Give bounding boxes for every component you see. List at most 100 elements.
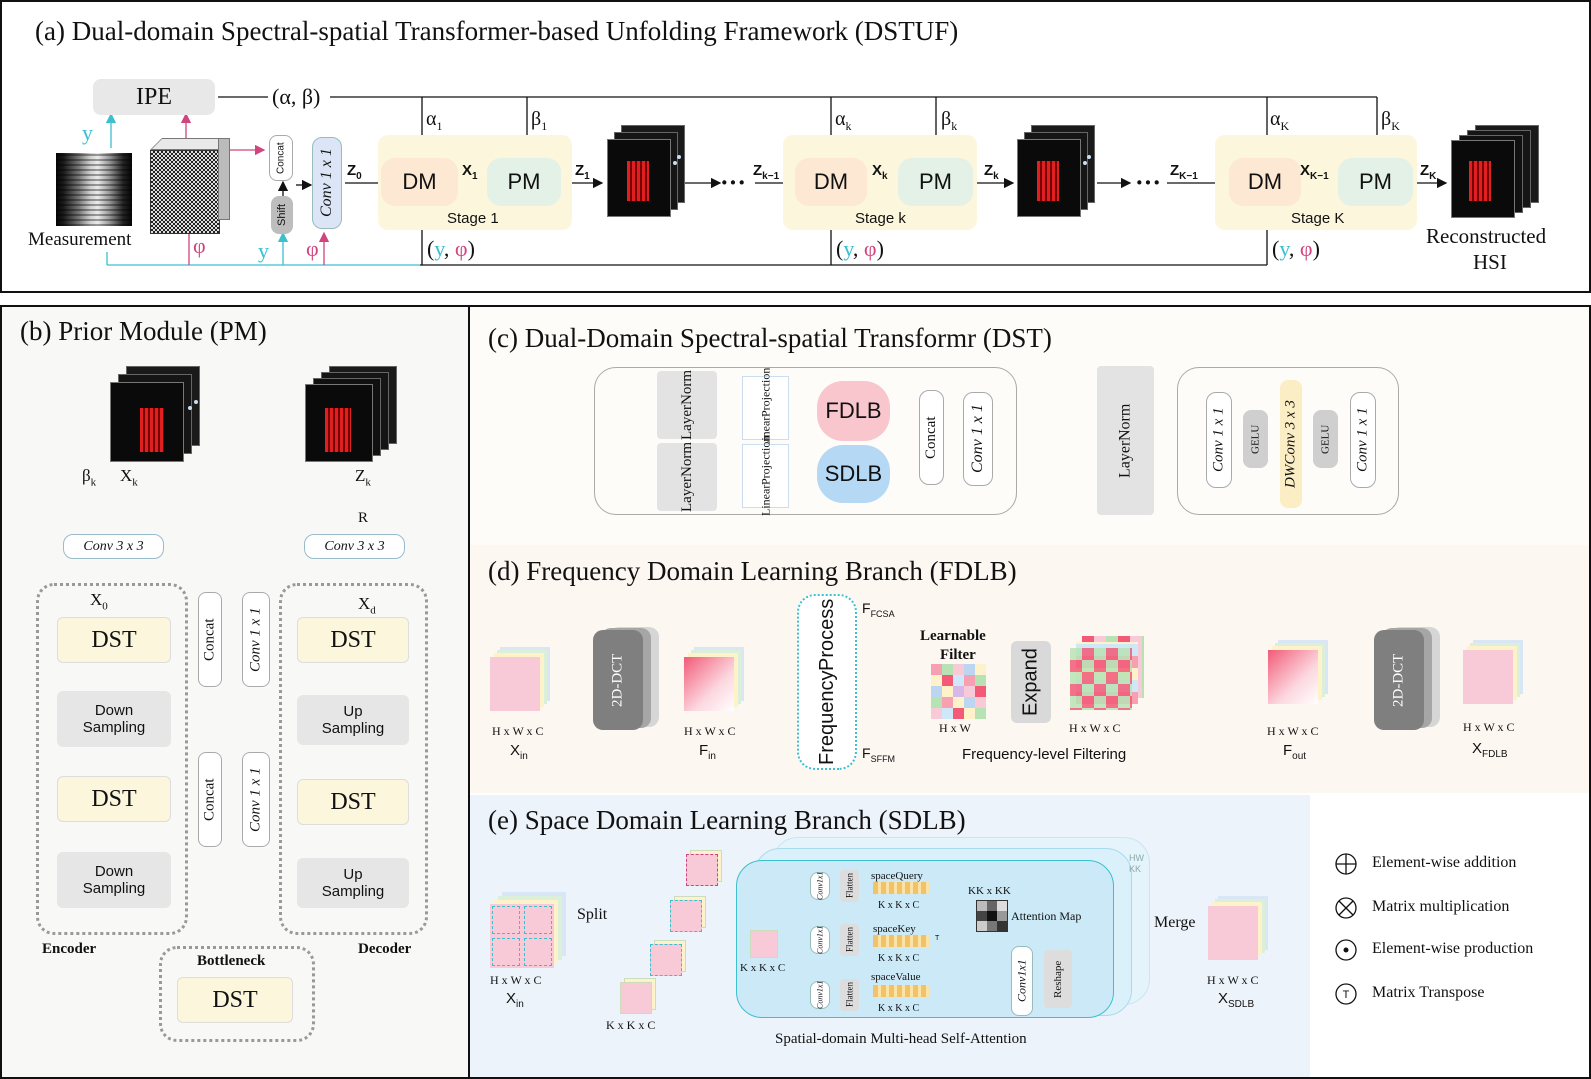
concat-c: Concat [919,390,944,485]
encoder-frame [36,583,188,935]
reshape-box: Reshape [1044,950,1072,1008]
xk-label: Xk [872,162,888,182]
space-value-label: spaceValue [871,971,921,983]
hsi-cube-k [1017,125,1097,217]
pm-box-1: PM [487,158,561,206]
merge-label: Merge [1154,914,1196,931]
betaK-label: βK [1381,108,1400,133]
legend: T Element-wise addition Matrix multiplic… [1332,846,1572,1016]
beta1-label: β1 [531,108,548,133]
panel-a [0,0,1591,293]
flatten-k: Flatten [840,924,859,956]
alpha-beta-label: (α, β) [272,84,321,109]
panel-c-bg [470,307,1589,545]
xin-blocks-e [490,892,570,972]
alpha1-label: α1 [426,108,443,133]
dm-box-K: DM [1229,158,1301,206]
kkc-key: K x K x C [878,953,920,964]
pm-output-cube [305,366,400,462]
xd-label: Xd [358,594,376,617]
hw-label-e: HW [1129,853,1144,863]
query-bar [873,882,929,894]
kkc-value: K x K x C [878,1003,920,1014]
gelu-2: GELU [1313,410,1338,468]
y-phi-label-K: (y, φ) [1272,236,1320,261]
hsi-cube-1 [607,125,687,217]
msa-label: Spatial-domain Multi-head Self-Attention [775,1031,1027,1047]
kkc-patch [750,930,778,958]
conv1-c: Conv 1 x 1 [963,392,993,486]
flatten-v: Flatten [840,979,859,1011]
conv-q: Conv1x1 [810,872,830,900]
y-phi-label-1: (y, φ) [427,236,475,261]
conv-out: Conv1x1 [1011,946,1033,1016]
bottleneck-frame [159,946,315,1042]
z0-label: Z0 [347,162,362,182]
ipe-box: IPE [93,79,215,115]
bottleneck-label: Bottleneck [197,953,266,969]
phi-label-2: φ [306,236,319,261]
space-key-label: spaceKey [873,923,916,935]
pm-box-k: PM [898,158,973,206]
hwc-label-d1: H x W x C [492,724,544,738]
pm-input-cube [110,366,205,462]
conv1x1-box-a: Conv 1 x 1 [312,137,342,229]
x0-label: X0 [90,590,108,613]
xKm1-label: XK−1 [1300,162,1329,182]
space-query-label: spaceQuery [871,870,923,882]
fin-label: Fin [699,742,716,762]
dct-box-2: 2D-DCT [1374,630,1424,730]
alphak-label: αk [835,108,852,133]
transpose-t-inline: T [935,935,940,942]
concat-box-a: Concat [269,135,293,181]
zk-label: Zk [984,162,999,182]
phi-label-1: φ [193,233,206,258]
transpose-t: T [1343,989,1350,1001]
concat-b-2: Concat [198,752,222,847]
kkxkk-label: KK x KK [968,885,1011,897]
alphaK-label: αK [1270,108,1290,133]
value-bar [873,985,929,997]
kkc-label-e2: K x K x C [740,962,786,974]
fdlb-box: FDLB [817,381,890,441]
conv1-b-1: Conv 1 x 1 [242,592,270,687]
conv1-ffn-1: Conv 1 x 1 [1206,392,1232,488]
hwc-label-d2: H x W x C [684,724,736,738]
panel-c [468,305,1591,1079]
kk-label-e: KK [1129,864,1142,874]
dst-enc-1: DST [57,617,171,663]
hwc-label-e2: H x W x C [1207,973,1259,987]
stagek-label: Stage k [855,210,906,227]
legend-mul: Matrix multiplication [1372,898,1510,915]
conv3-box-left: Conv 3 x 3 [63,534,164,559]
dm-box-1: DM [381,158,458,206]
flatten-q: Flatten [840,870,859,902]
dst-enc-2: DST [57,776,171,822]
panel-b-title: (b) Prior Module (PM) [20,316,267,346]
conv1-ffn-2: Conv 1 x 1 [1350,392,1376,488]
coded-aperture-cube [150,138,230,234]
zK-label: ZK [1420,162,1437,182]
panel-d-title: (d) Frequency Domain Learning Branch (FD… [488,556,1017,586]
conv-v: Conv1x1 [810,981,830,1009]
dwconv-box: DWConv 3 x 3 [1280,380,1302,508]
xin-label-e: Xin [506,990,524,1010]
decoder-label: Decoder [358,941,412,957]
dst-dec-1: DST [297,617,409,663]
y-label-ipe: y [82,120,93,145]
hsi-label: HSI [1473,250,1507,274]
legend-icons: T [1335,853,1357,1005]
y-phi-label-k: (y, φ) [836,236,884,261]
kkc-query: K x K x C [878,900,920,911]
x1-label: X1 [462,162,478,182]
conv3-box-right: Conv 3 x 3 [304,534,405,559]
dm-box-k: DM [795,158,867,206]
